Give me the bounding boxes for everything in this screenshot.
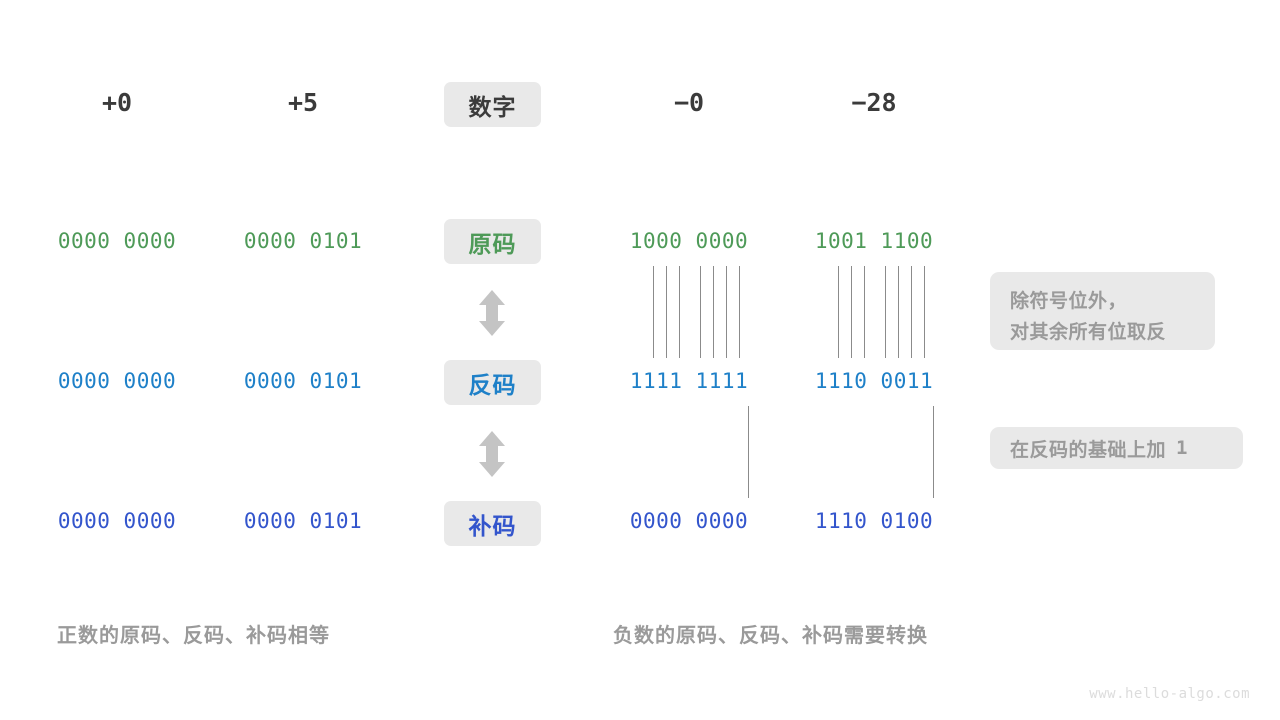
connector-line bbox=[851, 266, 852, 358]
note-invert-bits: 除符号位外， 对其余所有位取反 bbox=[990, 272, 1215, 350]
up-down-arrow-icon-ones-to-twos bbox=[477, 431, 507, 477]
value-twos-complement-plus-five: 0000 0101 bbox=[243, 509, 363, 533]
value-twos-complement-minus-twentyeight: 1110 0100 bbox=[814, 509, 934, 533]
value-true-form-minus-zero: 1000 0000 bbox=[629, 229, 749, 253]
value-ones-complement-minus-twentyeight: 1110 0011 bbox=[814, 369, 934, 393]
value-ones-complement-plus-five: 0000 0101 bbox=[243, 369, 363, 393]
connector-line bbox=[864, 266, 865, 358]
connector-line bbox=[666, 266, 667, 358]
connector-line bbox=[911, 266, 912, 358]
note-add-one-value: 1 bbox=[1176, 437, 1188, 459]
connector-line bbox=[713, 266, 714, 358]
caption-positive-numbers: 正数的原码、反码、补码相等 bbox=[57, 625, 330, 647]
connector-line bbox=[933, 406, 934, 498]
connector-line bbox=[679, 266, 680, 358]
connector-line bbox=[700, 266, 701, 358]
note-add-one: 在反码的基础上加 1 bbox=[990, 427, 1243, 469]
connector-line bbox=[739, 266, 740, 358]
value-true-form-plus-five: 0000 0101 bbox=[243, 229, 363, 253]
connector-line bbox=[898, 266, 899, 358]
value-true-form-minus-twentyeight: 1001 1100 bbox=[814, 229, 934, 253]
caption-negative-numbers: 负数的原码、反码、补码需要转换 bbox=[613, 625, 928, 647]
connector-line bbox=[838, 266, 839, 358]
connector-line bbox=[748, 406, 749, 498]
row-header-label-number: 数字 bbox=[444, 82, 541, 127]
value-ones-complement-plus-zero: 0000 0000 bbox=[57, 369, 177, 393]
column-header-minus-twentyeight: −28 bbox=[851, 88, 897, 117]
value-ones-complement-minus-zero: 1111 1111 bbox=[629, 369, 749, 393]
row-label-true-form: 原码 bbox=[444, 219, 541, 264]
column-header-plus-zero: +0 bbox=[101, 88, 133, 117]
row-label-twos-complement: 补码 bbox=[444, 501, 541, 546]
row-label-ones-complement: 反码 bbox=[444, 360, 541, 405]
note-add-one-text: 在反码的基础上加 bbox=[1010, 439, 1167, 461]
site-watermark: www.hello-algo.com bbox=[1089, 686, 1250, 702]
column-header-plus-five: +5 bbox=[287, 88, 319, 117]
connector-line bbox=[653, 266, 654, 358]
value-twos-complement-minus-zero: 0000 0000 bbox=[629, 509, 749, 533]
up-down-arrow-icon-true-to-ones bbox=[477, 290, 507, 336]
value-twos-complement-plus-zero: 0000 0000 bbox=[57, 509, 177, 533]
value-true-form-plus-zero: 0000 0000 bbox=[57, 229, 177, 253]
connector-line bbox=[885, 266, 886, 358]
connector-line bbox=[924, 266, 925, 358]
connector-line bbox=[726, 266, 727, 358]
column-header-minus-zero: −0 bbox=[673, 88, 705, 117]
